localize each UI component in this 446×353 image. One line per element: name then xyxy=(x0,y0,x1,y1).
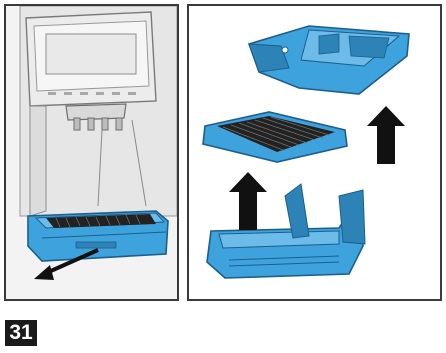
illustration-panel-right xyxy=(187,4,442,301)
step-number-badge: 31 xyxy=(5,320,37,346)
tray-cover-part xyxy=(249,26,409,94)
lift-arrow-icon xyxy=(229,172,267,230)
tray-base-part xyxy=(207,184,365,278)
lift-arrow-icon xyxy=(367,106,405,164)
drip-tray-disassembly-drawing xyxy=(189,6,440,299)
grate-part xyxy=(203,112,347,162)
illustration-panel-left xyxy=(4,4,179,301)
appliance-drip-tray-drawing xyxy=(6,6,177,299)
display-screen xyxy=(46,34,136,74)
